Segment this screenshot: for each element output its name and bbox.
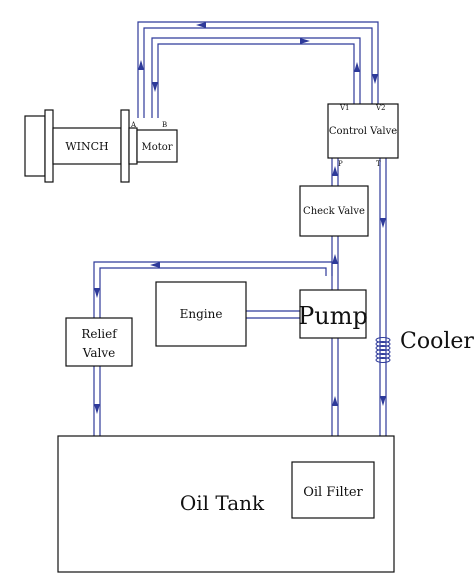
check-valve: Check Valve	[299, 185, 369, 237]
flow-arrow	[152, 82, 158, 92]
flow-arrow	[380, 396, 386, 406]
flow-arrow	[380, 218, 386, 228]
oil-tank-label: Oil Tank	[180, 491, 265, 515]
flow-arrow	[94, 288, 100, 298]
flow-arrow	[332, 166, 338, 176]
relief-valve: Relief Valve	[65, 317, 133, 367]
control-valve-port-v1-label: V1	[339, 104, 350, 112]
winch-label: WINCH	[65, 140, 108, 153]
oil-filter: Oil Filter	[291, 461, 375, 519]
relief-line	[93, 261, 333, 436]
control-valve: Control Valve V1 V2 P T	[327, 103, 399, 168]
control-valve-label: Control Valve	[329, 126, 397, 137]
motor-valve-pipes	[137, 21, 379, 118]
cooler-coil-icon	[375, 337, 391, 363]
motor: Motor A B	[130, 121, 178, 163]
motor-port-a-label: A	[130, 121, 137, 129]
engine-pump-shaft	[246, 310, 300, 319]
flow-arrow	[196, 22, 206, 28]
control-valve-port-t-label: T	[376, 160, 381, 168]
return-line	[379, 158, 387, 436]
relief-valve-label-line1: Relief	[81, 327, 118, 341]
flow-arrow	[300, 38, 310, 44]
motor-port-b-label: B	[162, 121, 167, 129]
flow-arrow	[332, 396, 338, 406]
engine: Engine	[155, 281, 247, 347]
pump-label: Pump	[298, 302, 368, 330]
pump: Pump	[298, 289, 368, 339]
flow-arrow	[94, 404, 100, 414]
cooler-label: Cooler	[400, 329, 474, 354]
relief-valve-label-line2: Valve	[82, 346, 115, 360]
oil-filter-label: Oil Filter	[303, 485, 363, 500]
control-valve-port-p-label: P	[338, 160, 343, 168]
flow-arrow	[138, 60, 144, 70]
motor-label: Motor	[141, 142, 172, 153]
flow-arrow	[354, 62, 360, 72]
check-valve-label: Check Valve	[303, 206, 365, 217]
winch: WINCH	[24, 109, 138, 183]
control-valve-port-v2-label: V2	[375, 104, 386, 112]
flow-arrow	[372, 74, 378, 84]
flow-arrow	[332, 254, 338, 264]
engine-label: Engine	[180, 307, 223, 321]
flow-arrow	[150, 262, 160, 268]
